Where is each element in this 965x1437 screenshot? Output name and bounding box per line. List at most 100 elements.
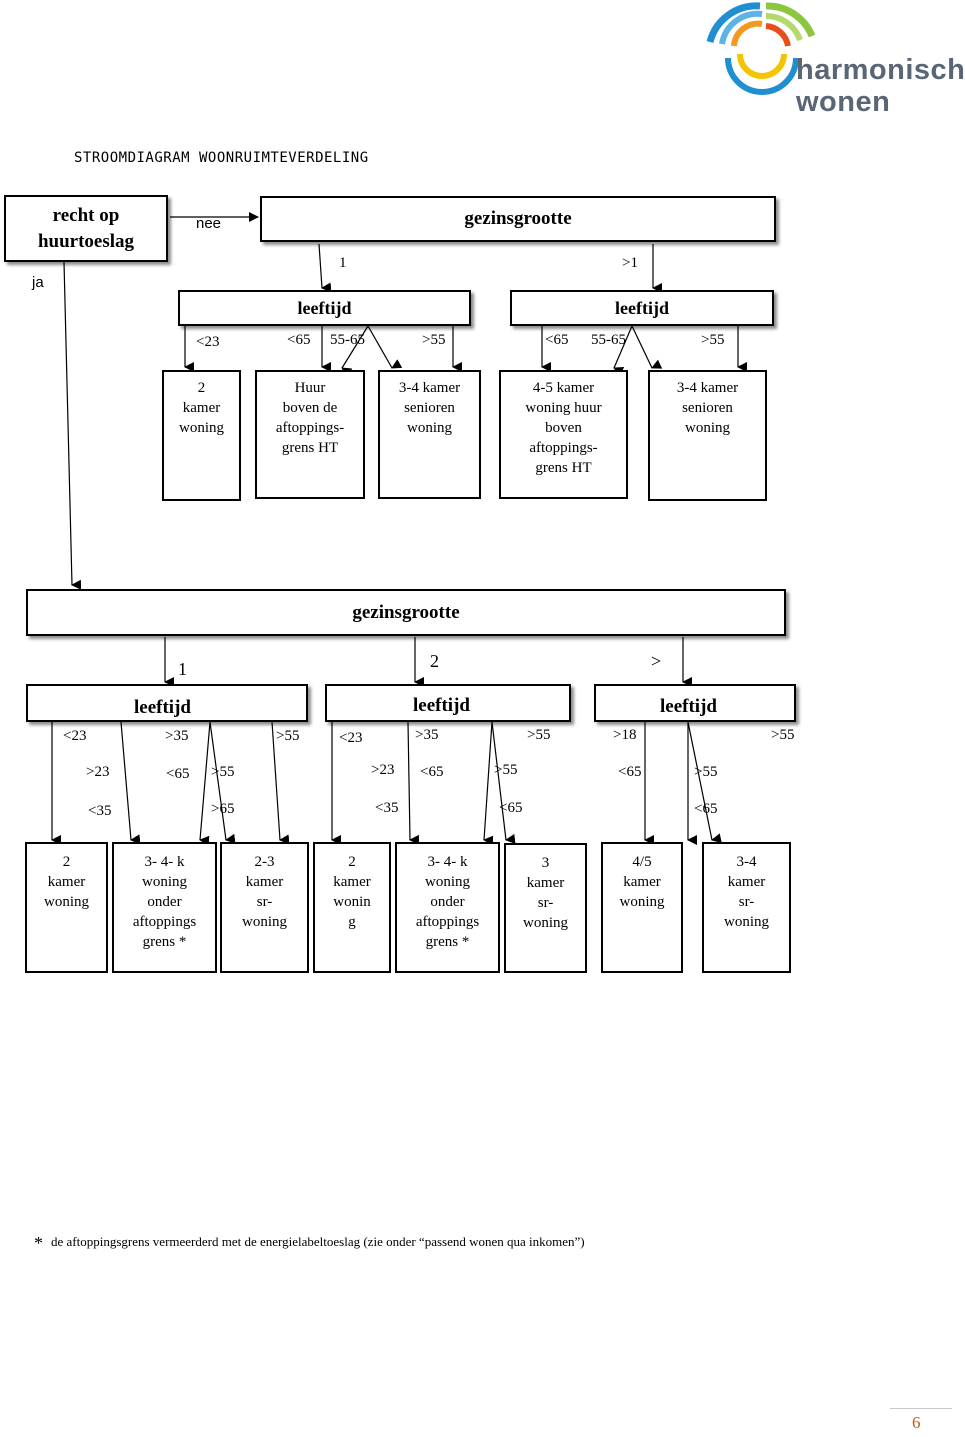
age-range-label: <35 <box>88 803 112 819</box>
outcome-line: kamer <box>623 874 661 890</box>
outcome-line: 4-5 kamer <box>532 380 595 396</box>
outcome-box-bottom: 3 kamer sr- woning <box>504 843 587 973</box>
outcome-line: grens HT <box>535 460 592 476</box>
age-box-bottom-2: leeftijd <box>325 684 571 722</box>
age-box-bottom-3: leeftijd <box>594 684 796 722</box>
outcome-line: 2-3 <box>254 854 275 870</box>
age-range-label: <65 <box>499 800 523 816</box>
nee-label: nee <box>196 215 222 232</box>
age-range-label: >55 <box>527 727 551 743</box>
outcome-line: aftoppings <box>132 914 197 930</box>
outcome-box-top: 3-4 kamer senioren woning <box>648 370 767 501</box>
logo: harmonisch wonen <box>700 2 965 118</box>
age-range-label: >65 <box>211 801 235 817</box>
page-title: STROOMDIAGRAM WOONRUIMTEVERDELING <box>74 150 369 166</box>
outcome-line: woning <box>724 914 769 930</box>
household-size-box-bottom: gezinsgrootte <box>26 589 786 636</box>
outcome-line: kamer <box>333 874 371 890</box>
age-label-bottom-3: leeftijd <box>660 696 717 717</box>
outcome-box-bottom: 4/5 kamer woning <box>601 842 683 973</box>
outcome-line: woning <box>407 420 452 436</box>
age-label-bottom-1: leeftijd <box>134 697 191 718</box>
huurtoeslag-label: recht op huurtoeslag <box>37 204 135 252</box>
outcome-line: onder <box>147 894 182 910</box>
age-range-label: >55 <box>694 764 718 780</box>
outcome-box-bottom: 3- 4- k woning onder aftoppings grens * <box>395 842 500 973</box>
outcome-line: 3- 4- k <box>144 854 185 870</box>
outcome-line: 3-4 <box>736 854 757 870</box>
age-box-top-right: leeftijd <box>510 290 774 326</box>
outcome-line: onder <box>430 894 465 910</box>
outcome-line: kamer <box>245 874 284 890</box>
outcome-line: kamer <box>182 400 221 416</box>
footnote-symbol: * <box>34 1233 43 1253</box>
age-range-label: >35 <box>415 727 439 743</box>
outcome-line: woning <box>523 915 568 931</box>
age-range-label: <65 <box>420 764 444 780</box>
outcome-line: g <box>348 914 356 930</box>
outcome-line: 3-4 kamer <box>398 380 461 396</box>
outcome-box-top: 2 kamer woning <box>162 370 241 501</box>
outcome-line: woning <box>44 894 89 910</box>
outcome-line: wonin <box>333 894 371 910</box>
age-range-label: <65 <box>694 801 718 817</box>
household-size-label-top: gezinsgrootte <box>464 208 572 229</box>
age-range-label: >55 <box>211 764 235 780</box>
age-range-label: >55 <box>276 728 300 744</box>
age-range-label: <23 <box>196 334 220 350</box>
outcome-line: woning huur <box>525 400 602 416</box>
size-gt-label-bottom: > <box>651 651 662 671</box>
age-range-label: >55 <box>701 332 725 348</box>
outcome-line: woning <box>142 874 187 890</box>
outcome-line: aftoppings- <box>275 420 345 436</box>
age-range-label: <23 <box>339 730 363 746</box>
logo-text-line2: wonen <box>796 86 891 118</box>
footnote-text: de aftoppingsgrens vermeerderd met de en… <box>51 1234 585 1249</box>
size-1-label-top: 1 <box>339 255 347 271</box>
age-range-label: 55-65 <box>591 332 626 348</box>
size-2-label-bottom: 2 <box>430 651 439 671</box>
outcome-line: boven <box>545 420 582 436</box>
footnote: * de aftoppingsgrens vermeerderd met de e… <box>34 1233 585 1254</box>
age-range-label: 55-65 <box>330 332 365 348</box>
age-range-label: <65 <box>545 332 569 348</box>
outcome-box-bottom: 3- 4- k woning onder aftoppings grens * <box>112 842 217 973</box>
outcome-line: senioren <box>682 400 733 416</box>
age-range-label: >35 <box>165 728 189 744</box>
outcome-box-bottom: 2 kamer wonin g <box>313 842 391 973</box>
age-range-label: >55 <box>422 332 446 348</box>
outcome-box-bottom: 2 kamer woning <box>25 842 108 973</box>
outcome-line: aftoppings <box>415 914 480 930</box>
outcome-box-bottom: 3-4 kamer sr- woning <box>702 842 791 973</box>
huurtoeslag-decision-box: recht op huurtoeslag <box>4 195 168 262</box>
outcome-box-top: 4-5 kamer woning huur boven aftoppings- … <box>499 370 628 499</box>
page-number: 6 <box>912 1413 921 1432</box>
outcome-line: kamer <box>526 875 565 891</box>
outcome-line: 3 <box>541 855 550 871</box>
age-label-top-left: leeftijd <box>297 297 352 318</box>
age-box-bottom-1: leeftijd <box>26 684 308 722</box>
age-box-top-left: leeftijd <box>178 290 471 326</box>
outcome-line: boven de <box>282 400 338 416</box>
outcome-line: kamer <box>727 874 766 890</box>
outcome-box-top: 3-4 kamer senioren woning <box>378 370 481 499</box>
outcome-line: woning <box>619 894 665 910</box>
age-range-label: <65 <box>287 332 311 348</box>
outcome-line: grens HT <box>281 440 339 456</box>
outcome-line: grens * <box>142 934 187 950</box>
age-range-label: >23 <box>371 762 395 778</box>
household-size-label-bottom: gezinsgrootte <box>352 601 460 623</box>
age-range-label: >23 <box>86 764 110 780</box>
outcome-line: woning <box>685 420 730 436</box>
outcome-line: Huur <box>294 380 326 396</box>
age-range-label: <65 <box>166 766 190 782</box>
outcome-line: 2 <box>197 380 206 396</box>
logo-mark-icon <box>706 2 816 95</box>
outcome-line: kamer <box>47 874 86 890</box>
outcome-line: woning <box>425 874 470 890</box>
size-1-label-bottom: 1 <box>178 659 187 679</box>
age-label-top-right: leeftijd <box>615 297 669 318</box>
age-range-label: >18 <box>613 727 637 743</box>
outcome-box-top: Huur boven de aftoppings- grens HT <box>255 370 365 499</box>
